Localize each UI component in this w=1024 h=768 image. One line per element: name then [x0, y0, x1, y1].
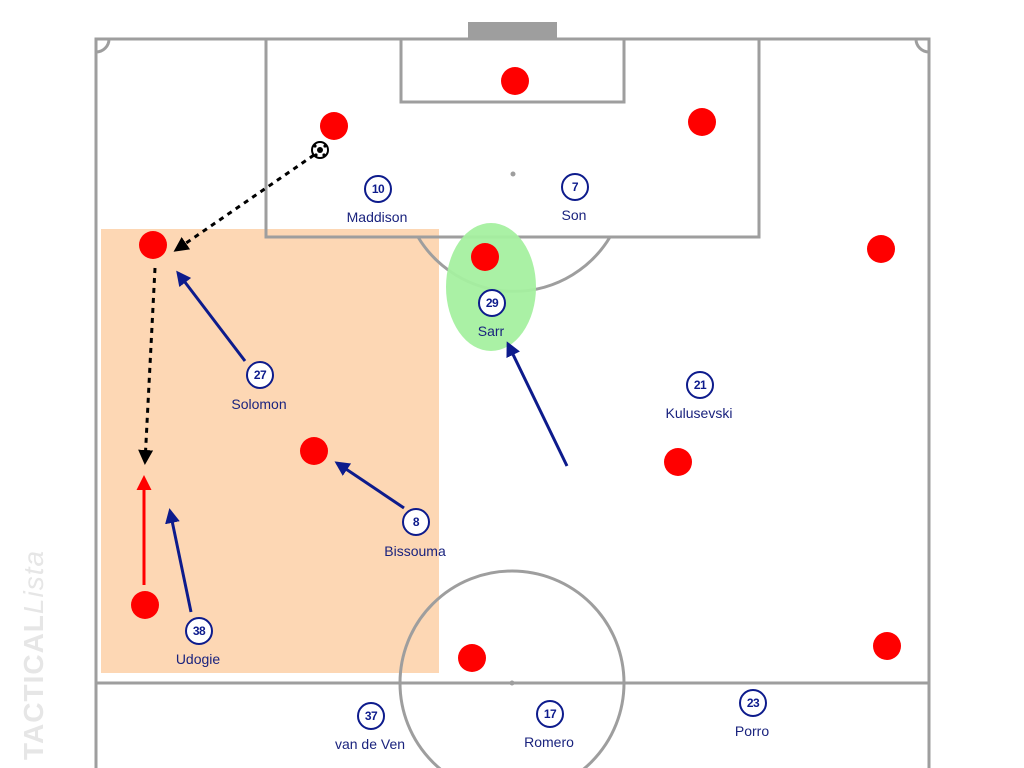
- player-number-bissouma: 8: [402, 508, 430, 536]
- player-name-son: Son: [561, 207, 587, 223]
- player-number-son: 7: [561, 173, 589, 201]
- opponent-marker: [688, 108, 716, 136]
- player-number-romero: 17: [536, 700, 564, 728]
- opponent-marker: [501, 67, 529, 95]
- watermark-italic: Lista: [18, 549, 49, 615]
- player-number-vandeven: 37: [357, 702, 385, 730]
- opponent-marker: [139, 231, 167, 259]
- player-number-solomon: 27: [246, 361, 274, 389]
- player-name-kulusevski: Kulusevski: [665, 405, 733, 421]
- player-number-maddison: 10: [364, 175, 392, 203]
- player-name-porro: Porro: [734, 723, 770, 739]
- player-name-bissouma: Bissouma: [384, 543, 446, 559]
- opponent-marker: [300, 437, 328, 465]
- football-icon: [311, 141, 329, 159]
- pass-arrow-2: [138, 267, 157, 465]
- udogie-run-arrow: [165, 508, 193, 613]
- opponents: [131, 67, 901, 672]
- player-number-sarr: 29: [478, 289, 506, 317]
- penalty-spot: [510, 171, 516, 177]
- opponent-marker: [320, 112, 348, 140]
- player-name-sarr: Sarr: [477, 323, 505, 339]
- opponent-marker: [664, 448, 692, 476]
- solomon-run-arrow: [176, 270, 247, 362]
- goal: [468, 22, 557, 38]
- pass-arrow-1: [173, 153, 315, 252]
- centre-spot: [509, 680, 515, 686]
- opponent-marker: [867, 235, 895, 263]
- opponent-marker: [471, 243, 499, 271]
- sarr-highlight: [446, 223, 536, 351]
- player-name-solomon: Solomon: [231, 396, 287, 412]
- watermark-bold: TACTICAL: [18, 614, 49, 760]
- sarr-run-arrow: [506, 341, 569, 467]
- player-name-romero: Romero: [524, 734, 574, 750]
- opponent-marker: [458, 644, 486, 672]
- player-name-udogie: Udogie: [175, 651, 221, 667]
- player-name-maddison: Maddison: [346, 209, 408, 225]
- player-name-vandeven: van de Ven: [334, 736, 406, 752]
- watermark-logo: TACTICALLista: [18, 550, 50, 760]
- player-number-porro: 23: [739, 689, 767, 717]
- opponent-marker: [873, 632, 901, 660]
- player-number-kulusevski: 21: [686, 371, 714, 399]
- player-number-udogie: 38: [185, 617, 213, 645]
- bissouma-run-arrow: [334, 461, 405, 510]
- opponent-marker: [131, 591, 159, 619]
